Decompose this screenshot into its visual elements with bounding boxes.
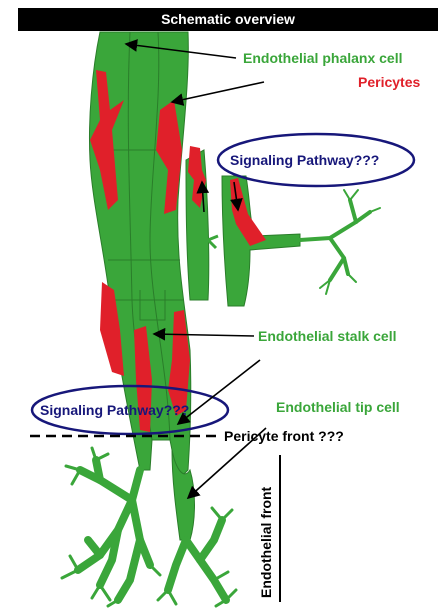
label-phalanx-cell: Endothelial phalanx cell — [243, 50, 402, 66]
label-signaling-bottom: Signaling Pathway??? — [40, 402, 189, 418]
label-endothelial-front: Endothelial front — [258, 487, 274, 598]
label-pericytes: Pericytes — [358, 74, 420, 90]
label-tip-cell: Endothelial tip cell — [276, 399, 400, 415]
label-stalk-cell: Endothelial stalk cell — [258, 328, 397, 344]
side-sprout-branches — [300, 200, 370, 280]
label-signaling-top: Signaling Pathway??? — [230, 152, 379, 168]
right-tip-branches — [168, 520, 226, 600]
side-sprout-small-filopodia — [208, 236, 218, 248]
left-tip-branches — [78, 460, 150, 600]
label-pericyte-front: Pericyte front ??? — [224, 428, 344, 444]
